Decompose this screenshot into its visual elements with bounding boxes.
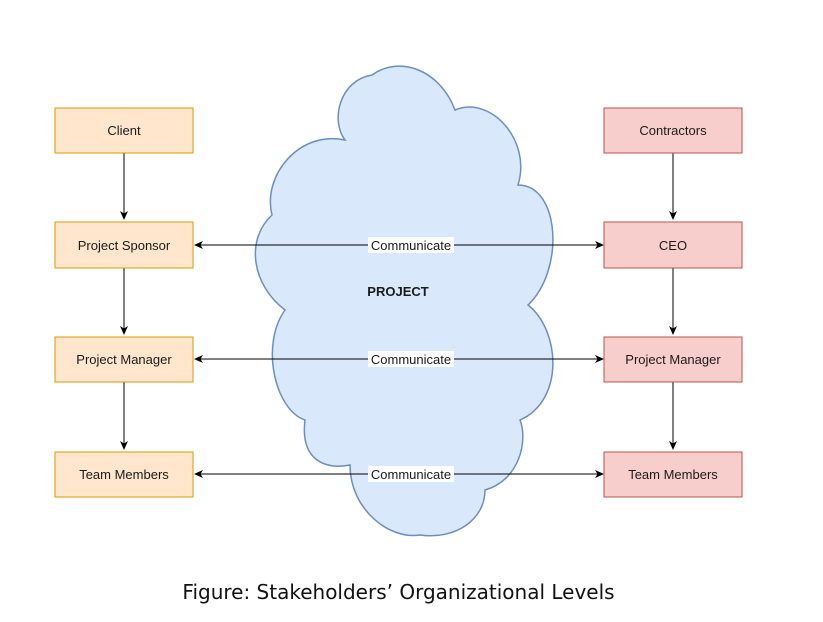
node-project-manager-left-box: [54, 336, 194, 383]
node-client-box: [54, 107, 194, 154]
node-contractors-label: Contractors: [639, 123, 707, 138]
node-project-manager-left-label: Project Manager: [76, 352, 172, 367]
communicate-edge-1: Communicate: [194, 237, 604, 253]
node-client: Client: [54, 107, 194, 154]
communicate-edge-2: Communicate: [194, 351, 604, 367]
node-ceo-label: CEO: [659, 238, 687, 253]
node-team-members-left: Team Members: [54, 451, 194, 498]
node-ceo-box: [603, 221, 743, 269]
node-client-label: Client: [107, 123, 141, 138]
node-project-sponsor-label: Project Sponsor: [78, 238, 171, 253]
communication-edges: Communicate Communicate Communicate: [194, 237, 604, 482]
project-label: PROJECT: [367, 284, 428, 299]
project-cloud: PROJECT: [254, 65, 554, 537]
communicate-label-1: Communicate: [371, 238, 451, 253]
project-cloud-shape: [254, 65, 554, 537]
communicate-label-3: Communicate: [371, 467, 451, 482]
node-project-sponsor-box: [54, 221, 194, 269]
node-contractors: Contractors: [603, 107, 743, 154]
node-team-members-right-box: [603, 451, 743, 498]
communicate-label-2: Communicate: [371, 352, 451, 367]
node-ceo: CEO: [603, 221, 743, 269]
node-project-manager-right-label: Project Manager: [625, 352, 721, 367]
node-project-manager-right: Project Manager: [603, 336, 743, 383]
communicate-label-bg-2: [368, 351, 454, 367]
figure-caption: Figure: Stakeholders’ Organizational Lev…: [182, 580, 615, 604]
communicate-edge-3: Communicate: [194, 466, 604, 482]
node-team-members-left-box: [54, 451, 194, 498]
communicate-label-bg-1: [368, 237, 454, 253]
node-team-members-left-label: Team Members: [79, 467, 169, 482]
communicate-label-bg-3: [368, 466, 454, 482]
node-team-members-right: Team Members: [603, 451, 743, 498]
node-contractors-box: [603, 107, 743, 154]
node-project-manager-left: Project Manager: [54, 336, 194, 383]
node-project-sponsor: Project Sponsor: [54, 221, 194, 269]
node-team-members-right-label: Team Members: [628, 467, 718, 482]
left-stakeholders: Client Project Sponsor Project Manager T…: [54, 107, 194, 498]
node-project-manager-right-box: [603, 336, 743, 383]
right-stakeholders: Contractors CEO Project Manager Team Mem…: [603, 107, 743, 498]
